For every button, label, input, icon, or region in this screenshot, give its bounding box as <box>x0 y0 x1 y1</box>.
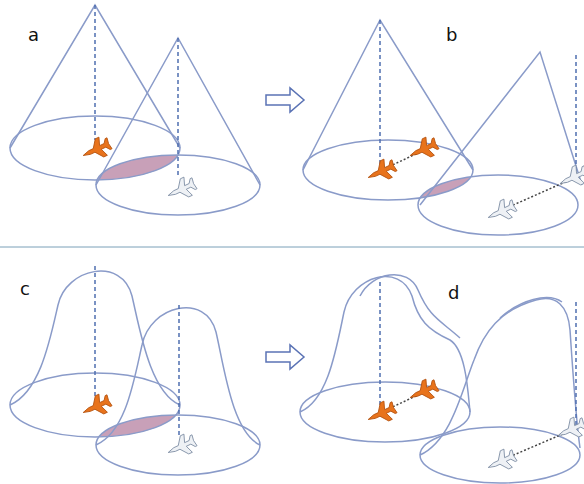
grey-plane <box>164 174 199 204</box>
orange-plane <box>406 134 441 164</box>
panel-b-cones <box>303 20 582 235</box>
panel-letter: d <box>448 284 459 302</box>
transition-arrow <box>266 345 304 369</box>
orange-plane <box>79 391 114 421</box>
panel-letter: a <box>28 26 39 44</box>
grey-plane <box>556 162 584 192</box>
grey-plane <box>554 414 584 444</box>
panel-a-cones <box>10 5 260 215</box>
panel-c-bells <box>10 266 260 475</box>
grey-plane <box>484 196 519 226</box>
orange-plane <box>364 398 399 428</box>
grey-plane <box>164 431 199 461</box>
orange-plane <box>79 134 114 164</box>
panel-d-bells <box>300 275 580 483</box>
panel-letter: b <box>446 26 457 44</box>
divider-line <box>0 247 584 248</box>
orange-plane <box>406 376 441 406</box>
panel-letter: c <box>20 280 30 298</box>
grey-plane <box>484 446 519 476</box>
transition-arrow <box>266 88 304 112</box>
orange-plane <box>364 156 399 186</box>
